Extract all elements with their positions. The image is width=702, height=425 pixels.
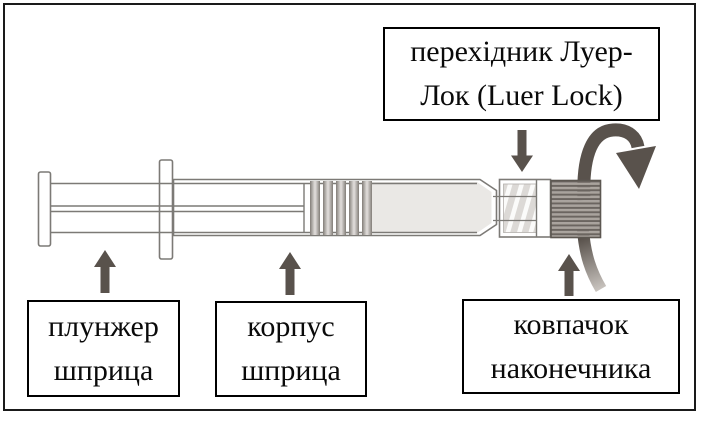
- plunger-rod: [51, 182, 477, 234]
- label-line: перехідник Луер-: [410, 35, 633, 68]
- plunger-thumb-rest: [37, 171, 52, 247]
- label-line: Лок (Luer Lock): [420, 79, 623, 112]
- tip-cap: [550, 179, 602, 239]
- label-syringe-barrel: корпус шприца: [215, 301, 367, 397]
- label-line: ковпачок: [513, 307, 629, 341]
- label-line: плунжер: [48, 309, 159, 343]
- label-syringe-plunger: плунжер шприца: [27, 300, 180, 397]
- label-line: наконечника: [490, 351, 652, 385]
- up-arrow-icon: [94, 250, 116, 293]
- down-arrow-icon: [511, 130, 533, 172]
- plunger-stopper: [310, 181, 372, 235]
- label-line: корпус: [247, 310, 335, 343]
- luer-lock-adapter: [493, 178, 552, 238]
- label-luer-lock-adapter: перехідник Луер- Лок (Luer Lock): [383, 27, 660, 121]
- label-tip-cap: ковпачок наконечника: [462, 299, 680, 394]
- up-arrow-icon: [558, 254, 580, 296]
- finger-flange: [158, 159, 174, 260]
- up-arrow-icon: [279, 252, 301, 295]
- liquid-fill: [370, 182, 492, 233]
- label-line: шприца: [53, 353, 154, 387]
- label-line: шприца: [241, 354, 341, 387]
- rotate-arrowhead-icon: [616, 146, 656, 189]
